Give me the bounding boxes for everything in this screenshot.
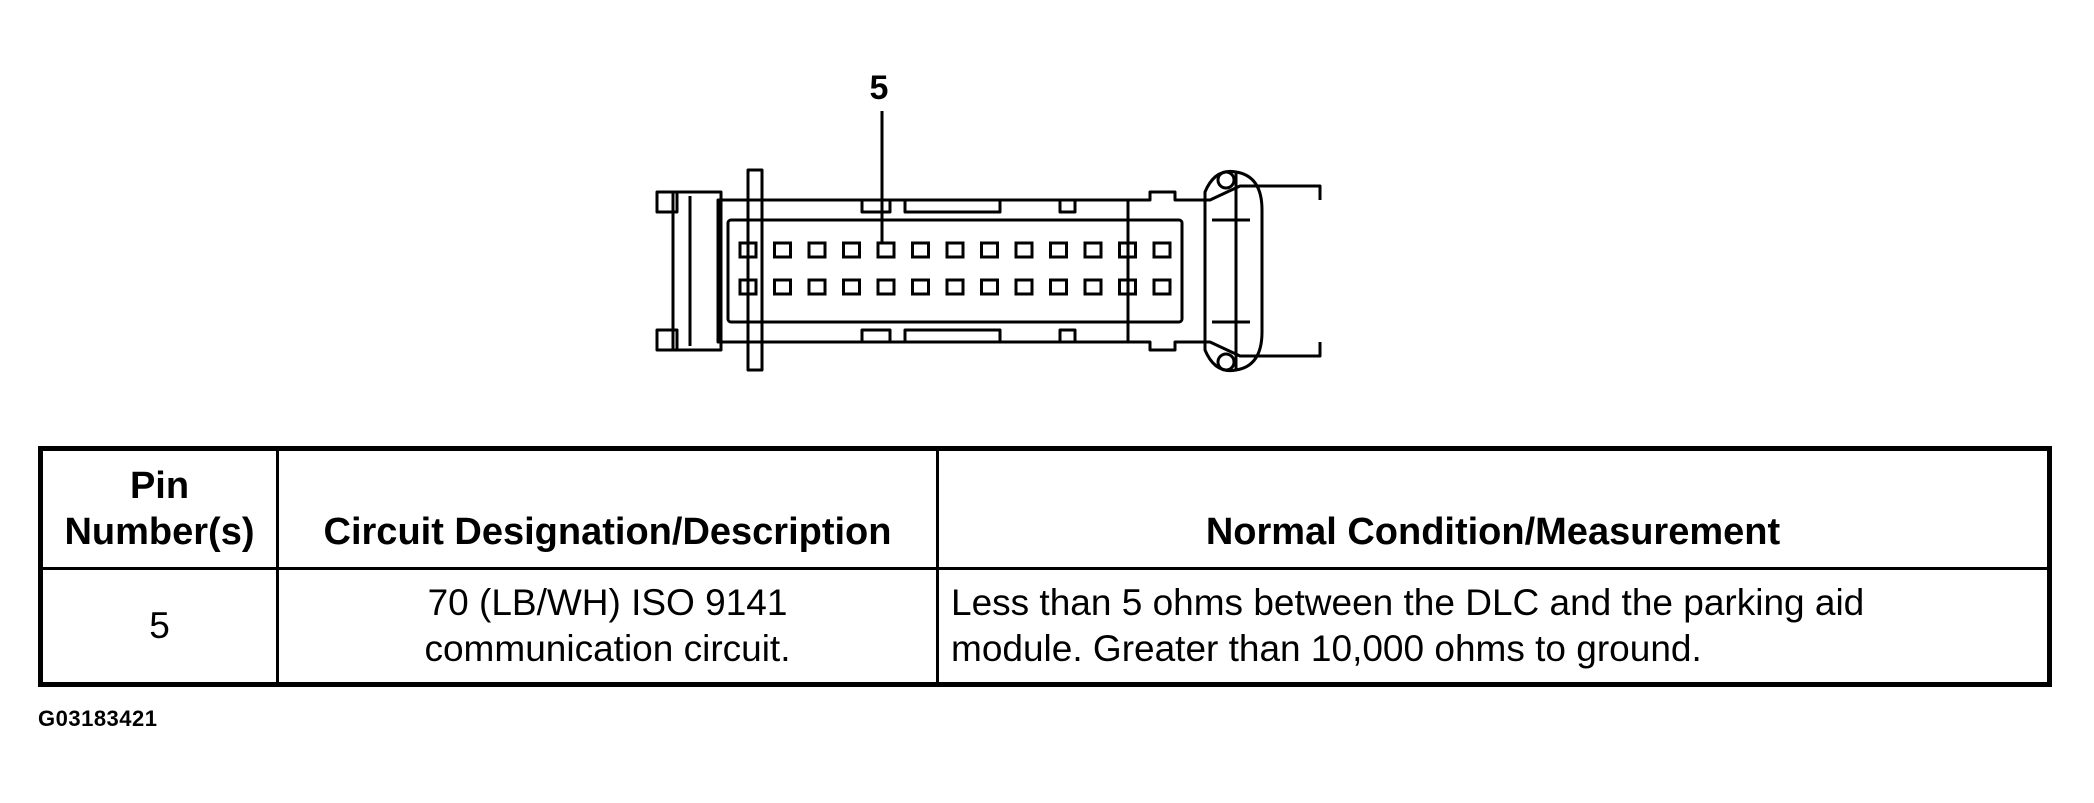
pin-cavity xyxy=(980,241,999,259)
pin-cavity xyxy=(911,278,930,296)
pin-cavity xyxy=(807,278,827,296)
left-latch-bottom xyxy=(655,328,679,352)
left-end-block xyxy=(671,190,723,352)
header-circuit-designation: Circuit Designation/Description xyxy=(276,447,939,570)
pin-cavity xyxy=(1049,278,1068,296)
pin-cavity xyxy=(1152,278,1172,296)
pin-cavity xyxy=(738,278,758,296)
pin-cavity xyxy=(773,278,792,296)
pin-cavity xyxy=(1152,241,1172,259)
connector-diagram: 5 xyxy=(655,69,1322,373)
pin-cavity xyxy=(842,241,861,259)
cell-circuit-description: 70 (LB/WH) ISO 9141 communication circui… xyxy=(276,567,939,686)
pin-cavity xyxy=(911,241,930,259)
connector-body xyxy=(716,198,1130,344)
pin-cavity xyxy=(807,241,827,259)
cell-normal-condition: Less than 5 ohms between the DLC and the… xyxy=(936,567,2051,686)
pin-cavity xyxy=(1014,241,1034,259)
pin-cavity xyxy=(1083,241,1103,259)
pin-cavity xyxy=(1014,278,1034,296)
pin-cavity xyxy=(773,241,792,259)
pin-callout-label: 5 xyxy=(870,69,889,107)
left-latch-top xyxy=(655,190,679,214)
pin-cavity xyxy=(876,241,896,259)
figure-code: G03183421 xyxy=(38,706,158,731)
pin-cavity xyxy=(1049,241,1068,259)
pin-cavity xyxy=(1083,278,1103,296)
table-row: 5 70 (LB/WH) ISO 9141 communication circ… xyxy=(39,567,2051,686)
cell-pin-number: 5 xyxy=(39,567,279,686)
pin-cavity xyxy=(945,278,965,296)
pin-table: Pin Number(s) Circuit Designation/Descri… xyxy=(38,446,2052,687)
pin-cavity xyxy=(842,278,861,296)
table-header-row: Pin Number(s) Circuit Designation/Descri… xyxy=(39,447,2051,570)
pin-cavity xyxy=(1118,278,1137,296)
pin-grid xyxy=(738,241,1172,296)
flange xyxy=(746,168,764,372)
pin-cavity xyxy=(945,241,965,259)
header-normal-condition: Normal Condition/Measurement xyxy=(936,447,2051,570)
pin-cavity xyxy=(876,278,896,296)
header-pin-number: Pin Number(s) xyxy=(39,447,279,570)
pin-cavity-frame xyxy=(726,218,1184,324)
pin-cavity xyxy=(980,278,999,296)
pin-cavity xyxy=(1118,241,1137,259)
pin-cavity xyxy=(738,241,758,259)
